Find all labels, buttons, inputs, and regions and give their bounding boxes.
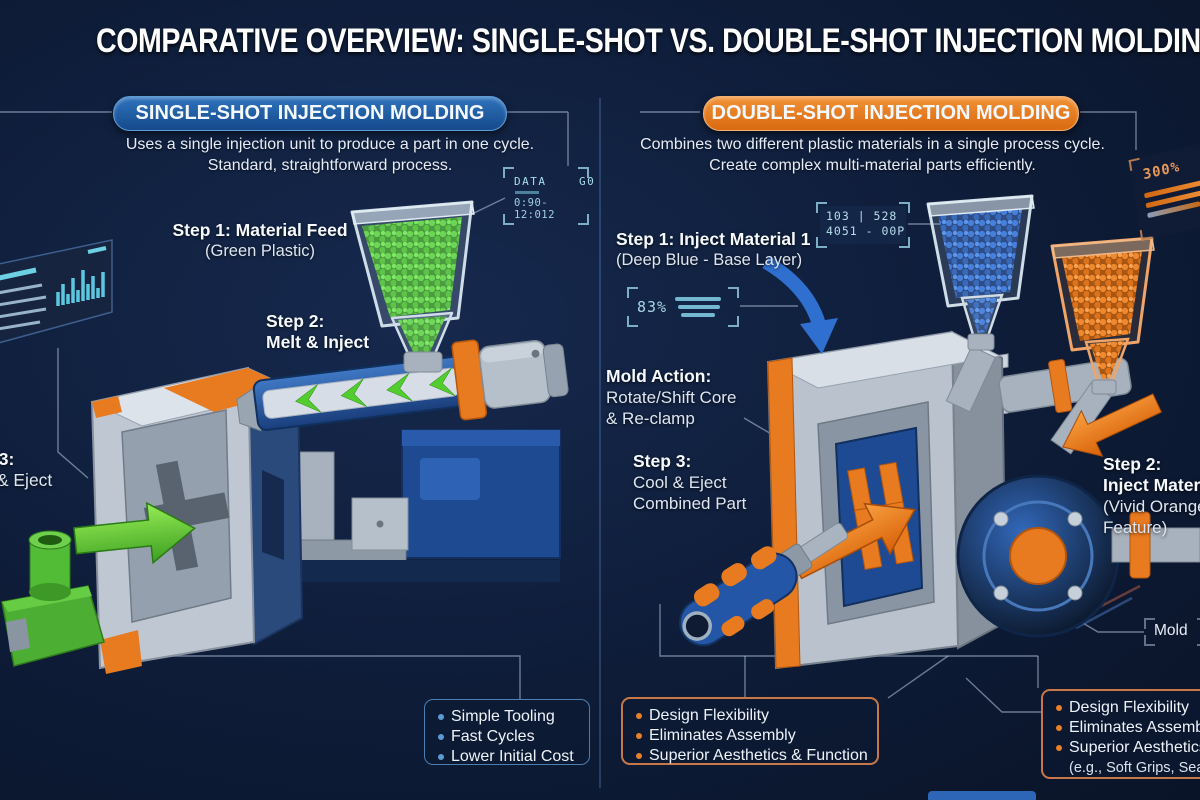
machine-base xyxy=(285,429,561,582)
benefit-note: (e.g., Soft Grips, Seals, G xyxy=(1069,760,1200,776)
subtitle-line: Create complex multi-material parts effi… xyxy=(709,157,1036,174)
meter-percent: 300% xyxy=(1141,158,1182,184)
left-step1-label: Step 1: Material Feed (Green Plastic) xyxy=(168,220,352,262)
hud-data-line: 103 | 528 xyxy=(826,209,898,223)
hud-panel: 103 | 528 4051 - 00P xyxy=(820,206,906,244)
step-title: Inject Material 2 xyxy=(1103,475,1200,495)
benefit-item: Design Flexibility xyxy=(635,706,865,726)
melt-flow-arrows-icon xyxy=(295,367,456,413)
right-step1-label: Step 1: Inject Material 1 (Deep Blue - B… xyxy=(616,229,856,271)
step-subtitle: & Re-clamp xyxy=(606,409,695,428)
single-shot-benefits-box: Simple Tooling Fast Cycles Lower Initial… xyxy=(424,699,590,765)
double-shot-subtitle: Combines two different plastic materials… xyxy=(600,134,1145,176)
data-dashboard-panel xyxy=(0,239,113,344)
data-readout-hud: DATA G0 0:90-12:012 xyxy=(503,167,596,225)
subtitle-line: Combines two different plastic materials… xyxy=(640,136,1105,153)
mold-callout: Mold xyxy=(1144,618,1200,646)
step-title: Step 1: Material Feed xyxy=(172,220,348,240)
hud-data-line: 4051 - 00P xyxy=(826,224,906,238)
gauge-hud: 83% xyxy=(627,287,739,327)
orange-hopper xyxy=(1050,236,1155,455)
step-subtitle: Cool & Eject xyxy=(0,470,53,490)
benefit-item: Simple Tooling xyxy=(437,707,577,727)
right-step2-label: Step 2: Inject Material 2 (Vivid Orange … xyxy=(1103,454,1200,538)
right-step3-label: Step 3: Cool & Eject Combined Part xyxy=(633,451,793,514)
step-title: Step 2: xyxy=(1103,454,1162,474)
green-molded-part xyxy=(1,530,105,667)
hud-data-line: 0:90-12:012 xyxy=(514,197,555,221)
step-title: Melt & Inject xyxy=(266,332,370,352)
step-subtitle: Combined Part xyxy=(633,494,747,513)
blue-hopper xyxy=(926,194,1035,413)
page-title: COMPARATIVE OVERVIEW: SINGLE-SHOT VS. DO… xyxy=(96,22,1200,60)
step-title: Step 3: xyxy=(633,451,692,471)
blue-inject-arrow-icon xyxy=(762,255,838,354)
single-shot-subtitle: Uses a single injection unit to produce … xyxy=(70,134,590,176)
single-shot-machine xyxy=(0,200,569,674)
step-title: Step 2: xyxy=(266,311,325,331)
step-subtitle: Cool & Eject xyxy=(633,473,727,492)
double-shot-benefits-box-far: Design Flexibility Eliminates Assembly S… xyxy=(1041,689,1200,779)
orange-eject-arrow-icon xyxy=(791,502,916,580)
connector-lines xyxy=(0,111,1144,713)
green-hopper xyxy=(350,200,475,373)
green-eject-arrow-icon xyxy=(73,501,196,565)
double-shot-machine xyxy=(679,194,1200,670)
benefit-item: Superior Aesthetics xyxy=(1055,738,1200,758)
mold-callout-label: Mold xyxy=(1154,622,1188,639)
orange-material-arrow-icon xyxy=(1062,393,1163,457)
step-title: Step 1: Inject Material 1 xyxy=(616,229,811,249)
hud-data-line: DATA G0 xyxy=(514,175,596,188)
step-subtitle: (Deep Blue - Base Layer) xyxy=(616,251,803,269)
numbers-readout-hud: 103 | 528 4051 - 00P xyxy=(816,202,910,248)
rotary-clamp-disc xyxy=(956,474,1200,638)
step-title: Mold Action: xyxy=(606,366,712,386)
left-step2-label: Step 2: Melt & Inject xyxy=(266,311,416,353)
step-subtitle: (Green Plastic) xyxy=(204,242,316,260)
hud-minibar xyxy=(515,191,539,194)
step-title: Step 3: xyxy=(0,449,15,469)
benefit-item: Fast Cycles xyxy=(437,727,577,747)
tool-handle xyxy=(679,522,849,647)
upper-barrel xyxy=(998,357,1132,413)
subtitle-line: Standard, straightforward process. xyxy=(207,157,453,174)
benefit-item: Eliminates Assembly xyxy=(1055,718,1200,738)
single-shot-banner: SINGLE-SHOT INJECTION MOLDING xyxy=(113,96,507,131)
bottom-edge-part xyxy=(928,791,1036,800)
subtitle-line: Uses a single injection unit to produce … xyxy=(125,136,535,153)
gauge-percent: 83% xyxy=(637,298,668,316)
double-shot-benefits-box: Design Flexibility Eliminates Assembly S… xyxy=(621,697,879,765)
benefit-item: Lower Initial Cost xyxy=(437,747,577,767)
injection-barrel xyxy=(236,339,569,432)
benefit-item: Design Flexibility xyxy=(1055,698,1200,718)
benefit-item: Eliminates Assembly xyxy=(635,726,865,746)
step-subtitle: Rotate/Shift Core xyxy=(606,388,737,407)
mold-action-label: Mold Action: Rotate/Shift Core & Re-clam… xyxy=(606,366,781,429)
benefit-item: Superior Aesthetics & Function xyxy=(635,746,868,766)
step-subtitle: (Vivid Orange - xyxy=(1103,497,1200,516)
gauge-bars-icon xyxy=(675,295,722,319)
left-step3-label: Step 3: Cool & Eject xyxy=(0,449,126,491)
step-subtitle: Feature) xyxy=(1103,518,1168,537)
double-shot-banner: DOUBLE-SHOT INJECTION MOLDING xyxy=(703,96,1079,131)
